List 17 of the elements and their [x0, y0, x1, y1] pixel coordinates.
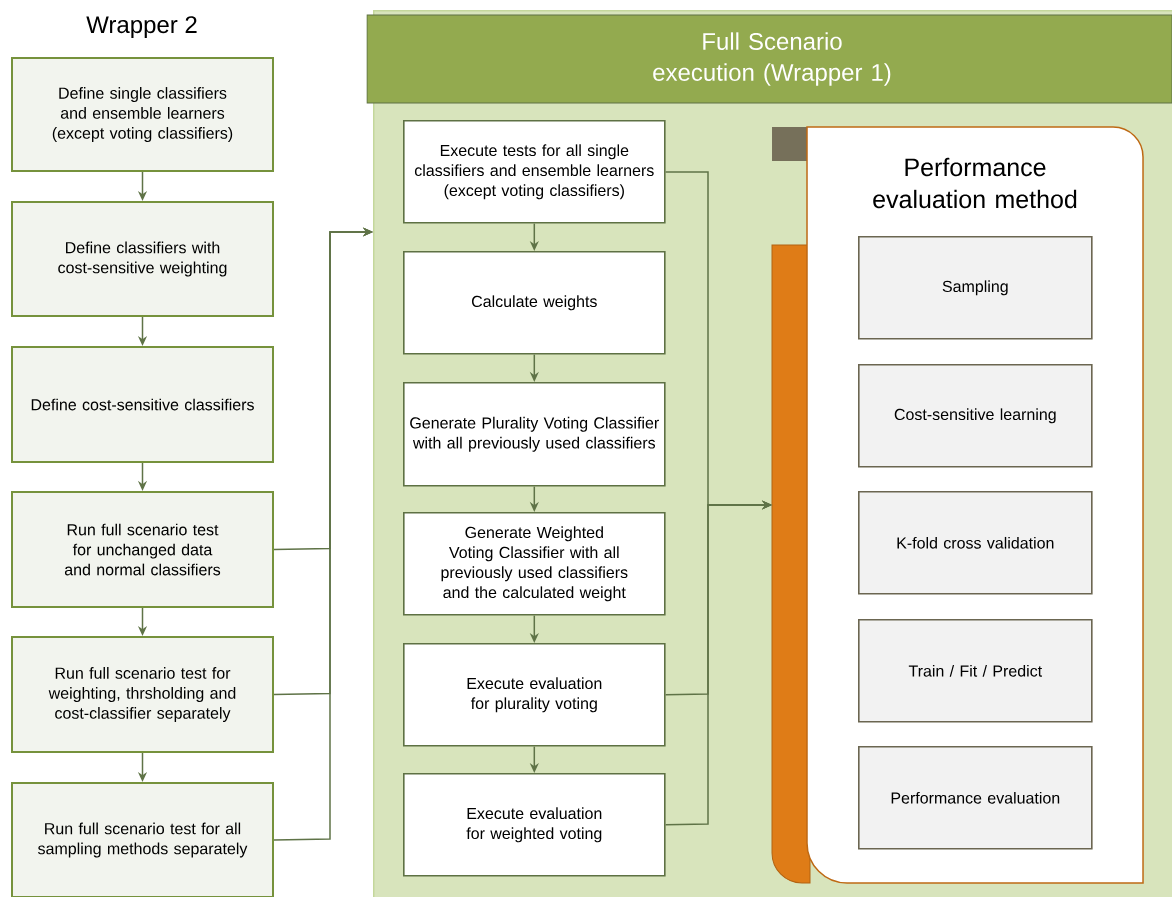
step-box: Cost-sensitive learning	[858, 364, 1093, 468]
process-box: Run full scenario test for all sampling methods separately	[11, 782, 274, 897]
process-box: Run full scenario test for unchanged data and normal classifiers	[11, 491, 274, 608]
process-box: Generate Plurality Voting Classifier with all previously used classifiers	[403, 382, 666, 487]
process-box: Generate Weighted Voting Classifier with all previously used classifiers and the calculated weight	[403, 512, 666, 616]
step-box: K-fold cross validation	[858, 491, 1093, 595]
process-box: Calculate weights	[403, 251, 666, 355]
process-box: Execute tests for all single classifiers and ensemble learners (except voting classifiers)	[403, 120, 666, 224]
process-box: Define cost-sensitive classifiers	[11, 346, 274, 463]
process-box: Define single classifiers and ensemble learners (except voting classifiers)	[11, 57, 274, 172]
process-box: Execute evaluation for weighted voting	[403, 773, 666, 877]
step-box: Sampling	[858, 236, 1093, 340]
step-box: Performance evaluation	[858, 746, 1093, 850]
step-box: Train / Fit / Predict	[858, 619, 1093, 723]
process-box: Run full scenario test for weighting, thrsholding and cost-classifier separately	[11, 636, 274, 753]
process-box: Define classifiers with cost-sensitive weighting	[11, 201, 274, 317]
process-box: Execute evaluation for plurality voting	[403, 643, 666, 747]
